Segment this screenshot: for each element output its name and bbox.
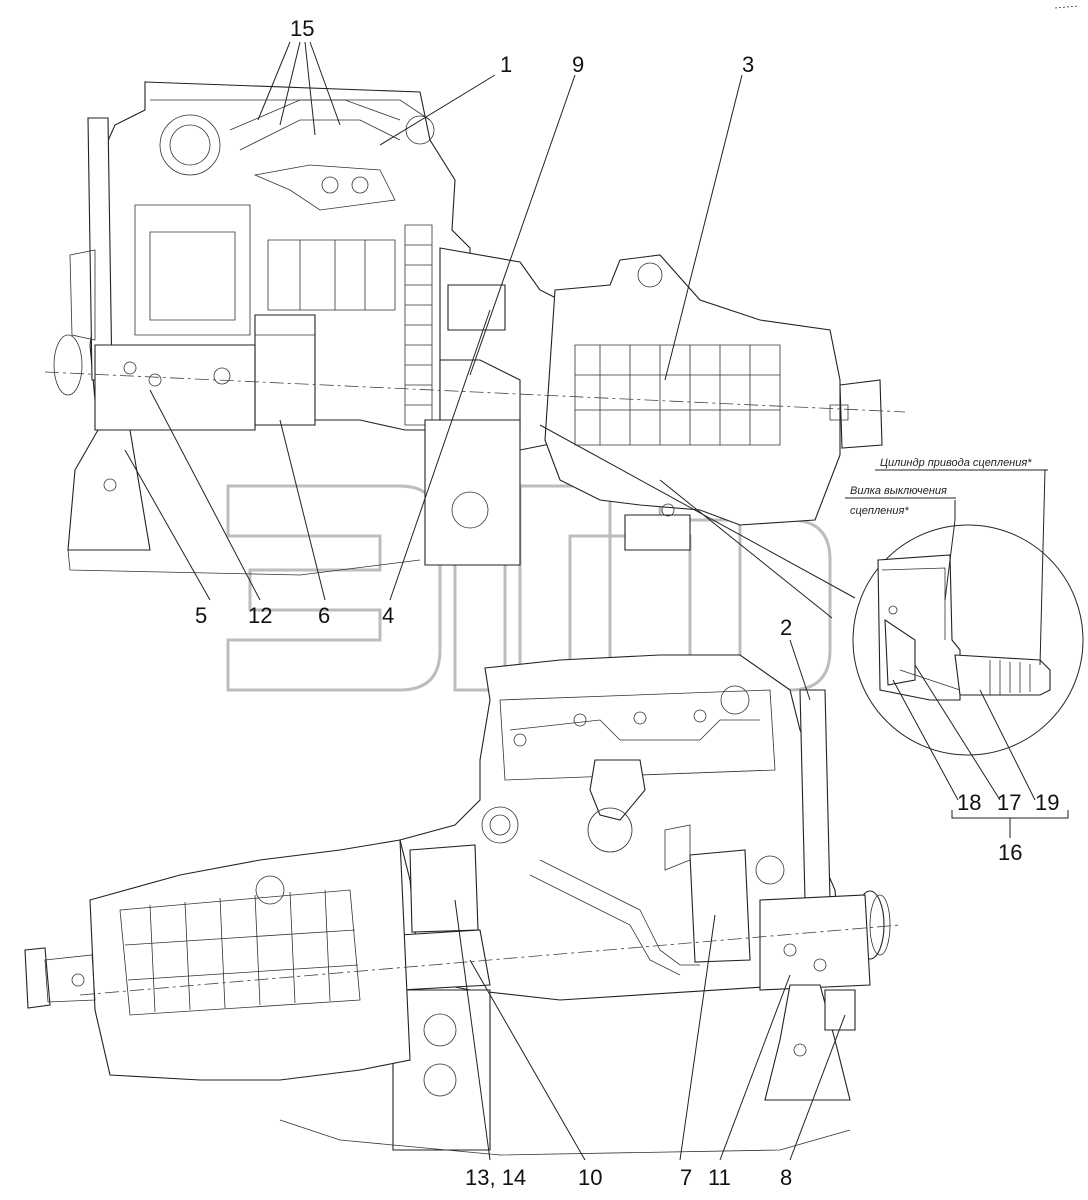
callout-7: 7	[680, 1165, 692, 1190]
callout-1: 1	[500, 52, 512, 77]
callout-10: 10	[578, 1165, 602, 1190]
corner-mark	[1054, 5, 1079, 9]
callout-labels: 15 1 9 3 5 12 6 4 2 18 17 19 16 13, 14 1…	[195, 16, 1059, 1190]
callout-9: 9	[572, 52, 584, 77]
callout-17: 17	[997, 790, 1021, 815]
callout-12: 12	[248, 603, 272, 628]
callout-2: 2	[780, 615, 792, 640]
leader-lines	[124, 41, 846, 1161]
note-clutch-cylinder: Цилиндр привода сцепления*	[880, 457, 1032, 469]
callout-4: 4	[382, 603, 394, 628]
note-release-fork-1: Вилка выключения	[850, 485, 947, 497]
callout-18: 18	[957, 790, 981, 815]
callout-3: 3	[742, 52, 754, 77]
callout-8: 8	[780, 1165, 792, 1190]
callout-15: 15	[290, 16, 314, 41]
callout-5: 5	[195, 603, 207, 628]
clutch-detail-view	[539, 424, 1084, 838]
callout-13-14: 13, 14	[465, 1165, 526, 1190]
callout-16: 16	[998, 840, 1022, 865]
callout-19: 19	[1035, 790, 1059, 815]
engine-bottom-view	[24, 654, 901, 1156]
callout-11: 11	[708, 1165, 731, 1190]
note-release-fork-2: сцепления*	[850, 505, 909, 517]
detail-notes: Цилиндр привода сцепления* Вилка выключе…	[845, 457, 1048, 517]
callout-6: 6	[318, 603, 330, 628]
engine-top-view	[44, 81, 906, 576]
